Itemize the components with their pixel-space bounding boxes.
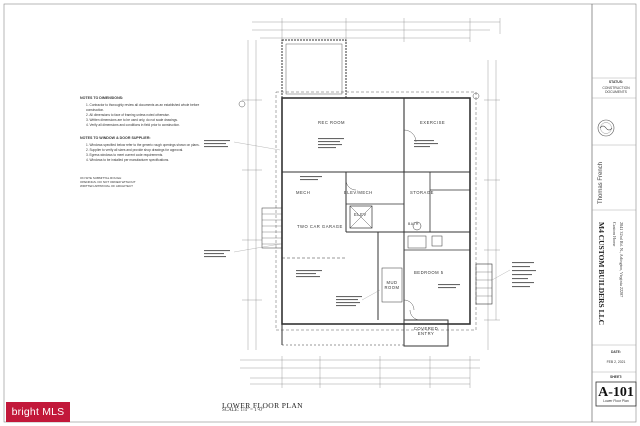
room-label-elev: ELEV <box>354 212 367 217</box>
status-value: CONSTRUCTION DOCUMENTS <box>602 86 630 94</box>
sheet-number: A-101 <box>598 385 634 400</box>
date-label: DATE: <box>610 350 622 354</box>
note-line: 4. Verify all dimensions and conditions … <box>86 122 180 127</box>
note-line: 3. Egress windows to meet current code r… <box>86 153 164 158</box>
note-line: 1. Contractor to thoroughly review all d… <box>86 103 200 112</box>
submittal-note: ON SITE SUBMITTAL ROUGH OPENINGS. DO NOT… <box>80 176 136 189</box>
status-label: STATUS: <box>608 80 624 84</box>
room-label-bedroom: BEDROOM 5 <box>414 270 444 275</box>
sheet-label: SHEET: <box>609 375 623 379</box>
room-label-rec-room: REC ROOM <box>318 120 346 125</box>
mls-watermark: bright MLS <box>6 402 70 422</box>
general-notes: NOTES TO DIMENSIONS: 1. Contractor to th… <box>80 96 200 188</box>
sheet-name: Lower Floor Plan <box>603 399 629 403</box>
room-label-covered-entry: COVERED ENTRY <box>413 326 439 336</box>
note-line: 1. Windows specified below refer to the … <box>86 143 200 148</box>
project-address-line2: 2841 32nd Rd. N., Arlington, Virginia 22… <box>619 222 624 298</box>
date-value: FEB 2, 2021 <box>606 360 626 364</box>
plan-scale: SCALE: 1/4" = 1'-0" <box>222 408 264 413</box>
room-label-bath: BATH <box>408 222 419 226</box>
room-label-mud-room: MUD ROOM <box>384 280 400 290</box>
brand-logo: Thomas French <box>598 161 604 204</box>
plan-title: LOWER FLOOR PLAN <box>222 401 303 410</box>
room-label-exercise: EXERCISE <box>420 120 446 125</box>
window-notes-heading: NOTES TO WINDOW & DOOR SUPPLIER: <box>80 135 151 140</box>
dimensions-notes-heading: NOTES TO DIMENSIONS: <box>80 96 124 100</box>
room-label-garage: TWO CAR GARAGE <box>297 224 343 229</box>
firm-name: M4 CUSTOM BUILDERS LLC <box>597 222 606 326</box>
note-line: 4. Windows to be installed per manufactu… <box>86 158 170 163</box>
room-label-storage: STORAGE <box>410 190 434 195</box>
room-label-mech: MECH <box>296 190 311 195</box>
room-label-elev-mech: ELEV/MECH <box>344 190 373 195</box>
note-line: 3. Written dimensions are to be used onl… <box>86 117 178 122</box>
note-line: 2. Supplier to verify all sizes and prov… <box>86 148 184 153</box>
note-line: 2. All dimensions to face of framing unl… <box>86 112 170 117</box>
